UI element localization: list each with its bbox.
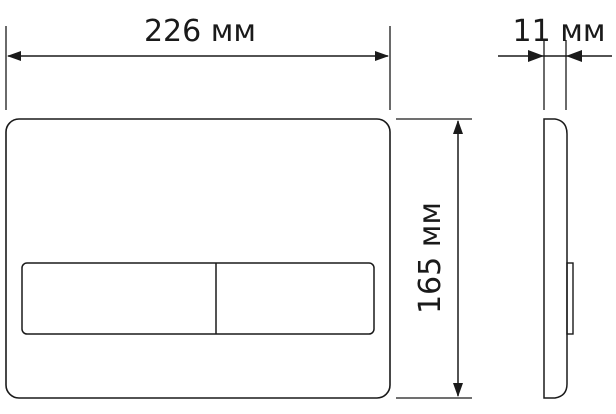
side-profile [543,118,568,399]
depth-label: 11 мм [513,14,606,49]
width-dimension: 226 мм [5,14,391,110]
height-label: 165 мм [413,202,448,314]
side-view [543,118,574,399]
depth-arrow-left [528,50,544,62]
depth-arrow-right [566,50,582,62]
button-outline [21,262,375,335]
flush-plate-outline [5,118,391,399]
depth-dimension: 11 мм [498,14,612,110]
front-view [5,118,391,399]
side-button-profile [566,262,574,335]
height-dimension: 165 мм [396,118,472,399]
width-label: 226 мм [144,14,256,49]
